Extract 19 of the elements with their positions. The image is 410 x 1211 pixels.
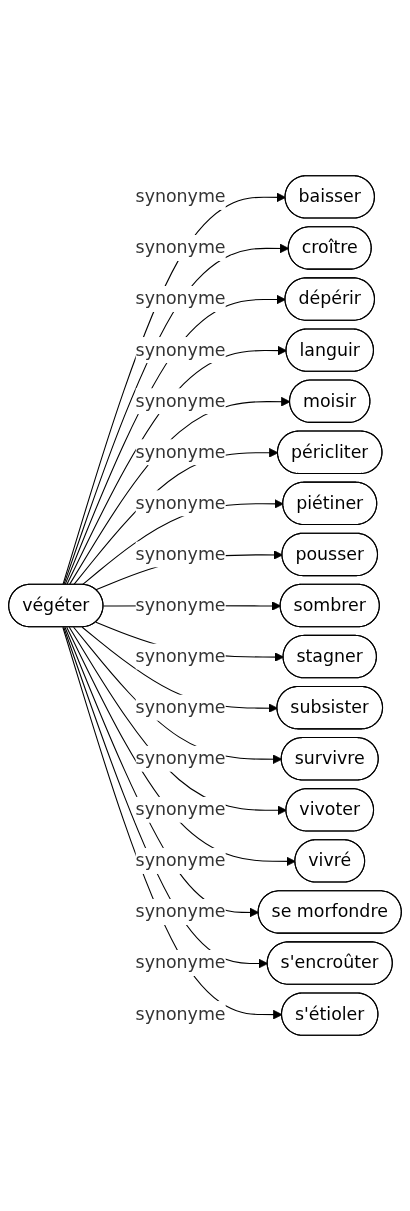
edge-label: synonyme bbox=[135, 747, 226, 769]
edge-label: synonyme bbox=[135, 339, 226, 360]
edge-label: synonyme bbox=[135, 952, 226, 973]
edge-label: synonyme bbox=[135, 237, 226, 258]
edge-label: synonyme bbox=[135, 901, 226, 922]
edge-label: synonyme bbox=[135, 594, 226, 616]
edge-label: synonyme bbox=[135, 798, 226, 820]
edge-label: synonyme bbox=[135, 492, 226, 514]
edge-label: synonyme bbox=[135, 288, 226, 309]
edge-label: synonyme bbox=[135, 390, 226, 411]
edge-label: synonyme bbox=[135, 850, 226, 871]
edge-label: synonyme bbox=[135, 696, 226, 718]
edge-label: synonyme bbox=[135, 441, 226, 463]
edge-label: synonyme bbox=[135, 186, 226, 207]
edge-label: synonyme bbox=[135, 645, 226, 667]
edge-label: synonyme bbox=[135, 1003, 226, 1024]
arrow bbox=[81, 626, 278, 713]
edge-label: synonyme bbox=[135, 543, 226, 565]
arrow bbox=[68, 626, 287, 816]
